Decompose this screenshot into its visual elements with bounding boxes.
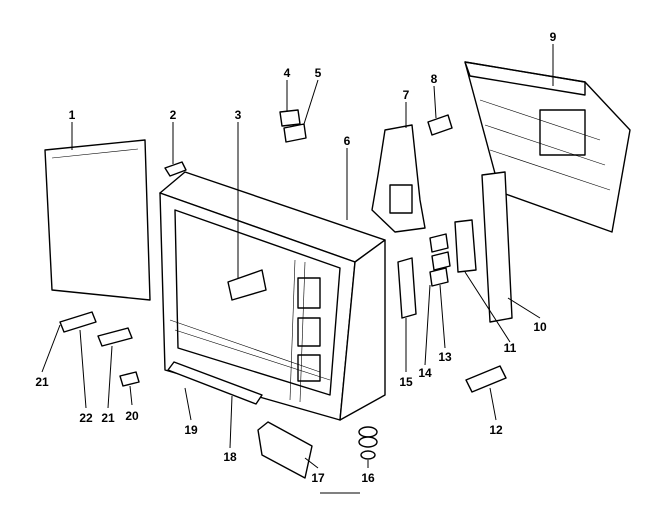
callout-21a: 21 [35,375,49,389]
part-1-screen-panel [44,139,151,301]
callout-1: 1 [69,108,76,122]
part-20-hinge [119,371,140,387]
callout-16: 16 [361,471,375,485]
part-3-internal-bracket [227,269,267,301]
part-21-22-pins [59,311,133,347]
part-16-spring [358,426,378,460]
part-8-fitting [427,114,453,136]
callout-20: 20 [125,409,139,423]
callout-9: 9 [550,30,557,44]
callout-3: 3 [235,108,242,122]
callout-13: 13 [438,350,452,364]
callout-2: 2 [170,108,177,122]
callout-11: 11 [504,341,517,355]
part-11-terminal-plate [454,219,477,273]
part-13-clips [429,251,451,287]
callout-8: 8 [431,72,438,86]
part-15-switch-housing [397,257,417,319]
callout-19: 19 [184,423,198,437]
callout-5: 5 [315,66,322,80]
part-6-cabinet [159,171,386,421]
leader-lines [41,44,554,494]
part-12-connector [465,365,507,393]
part-14-clips [429,233,449,253]
callout-6: 6 [344,134,351,148]
callout-17: 17 [311,471,325,485]
part-17-control-panel [257,421,313,479]
part-4-plate [279,109,301,127]
callout-14: 14 [418,366,432,380]
part-18-19-front-strip [167,361,263,405]
callout-12: 12 [489,423,503,437]
callout-18: 18 [223,450,237,464]
callout-10: 10 [533,320,547,334]
callout-4: 4 [284,66,291,80]
callout-21b: 21 [101,411,115,425]
part-10-side-rail [481,171,513,323]
part-7-chassis-bracket [371,124,426,233]
part-2-bracket [164,161,187,177]
callout-numbers: 1 2 3 4 5 6 7 8 9 10 11 12 13 14 15 16 1… [35,30,556,485]
callout-22: 22 [79,411,93,425]
part-5-clip [283,123,307,143]
callout-15: 15 [399,375,413,389]
callout-7: 7 [403,88,410,102]
